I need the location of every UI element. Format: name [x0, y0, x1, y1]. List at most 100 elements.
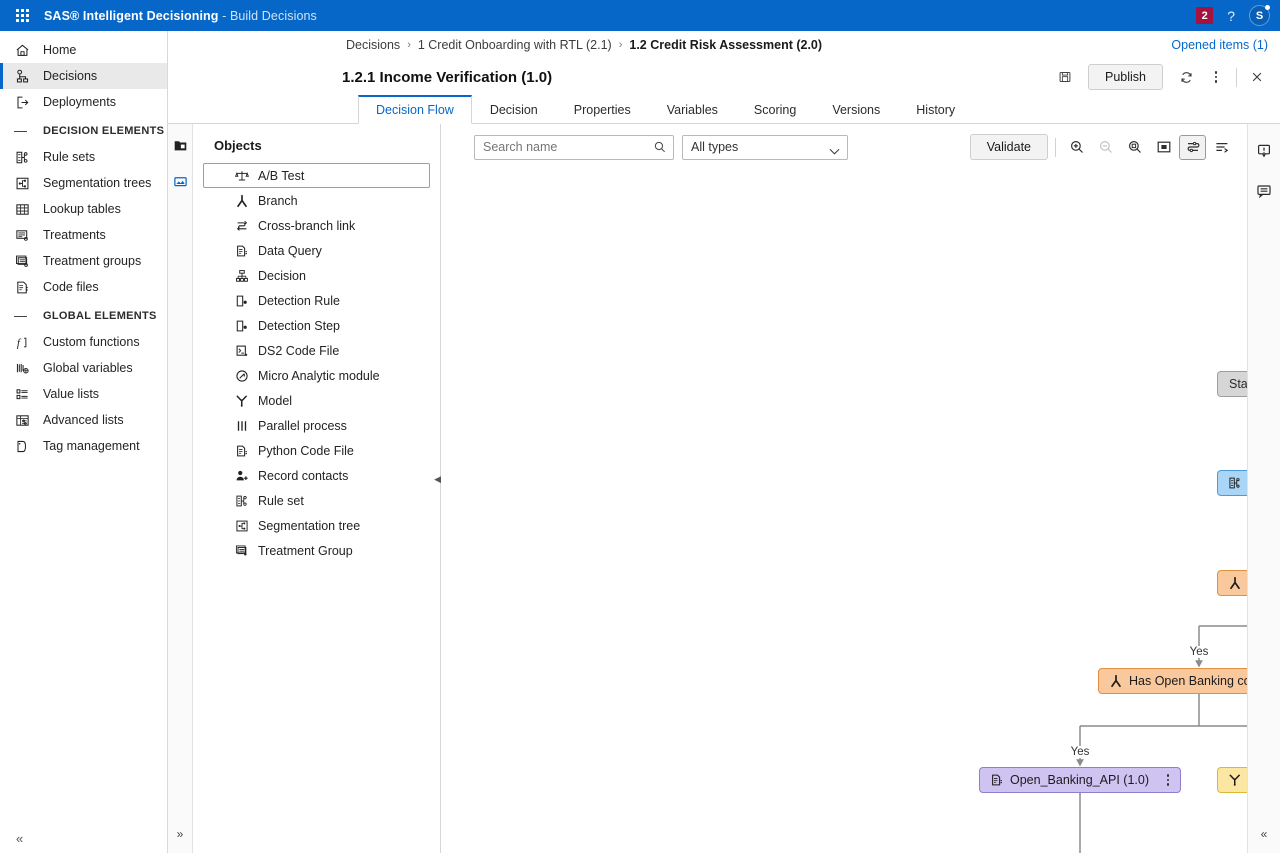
- zoom-in-icon[interactable]: [1063, 135, 1090, 160]
- sidebar-item-advanced-lists[interactable]: Advanced lists: [0, 407, 167, 433]
- object-item-rule-set[interactable]: Rule set: [203, 488, 430, 513]
- object-item-segmentation-tree[interactable]: Segmentation tree: [203, 513, 430, 538]
- object-label: Detection Step: [258, 318, 340, 333]
- object-item-data-query[interactable]: Data Query: [203, 238, 430, 263]
- object-label: Data Query: [258, 243, 322, 258]
- app-launcher-icon[interactable]: [0, 9, 44, 22]
- object-item-parallel-process[interactable]: Parallel process: [203, 413, 430, 438]
- object-item-detection-step[interactable]: Detection Step: [203, 313, 430, 338]
- object-item-branch[interactable]: Branch: [203, 188, 430, 213]
- validate-button[interactable]: Validate: [969, 134, 1048, 160]
- breadcrumb-separator: ›: [407, 39, 411, 51]
- refresh-icon[interactable]: [1171, 63, 1201, 91]
- sidebar-item-decisions[interactable]: Decisions: [0, 63, 167, 89]
- close-icon[interactable]: [1242, 63, 1272, 91]
- comments-icon[interactable]: [1250, 177, 1278, 205]
- help-icon[interactable]: ?: [1227, 7, 1235, 24]
- flow-node-ob_api[interactable]: Open_Banking_API (1.0): [979, 767, 1181, 793]
- app-brand-suffix: - Build Decisions: [218, 8, 317, 23]
- tab-versions[interactable]: Versions: [832, 103, 881, 117]
- objects-rail-expand-icon[interactable]: »: [176, 827, 184, 841]
- sidebar-item-global-variables[interactable]: Global variables: [0, 355, 167, 381]
- objects-rail: »: [168, 124, 193, 853]
- sidebar-item-home[interactable]: Home: [0, 37, 167, 63]
- object-label: Treatment Group: [258, 543, 353, 558]
- micro-analytic-module-icon: [234, 368, 249, 383]
- data-query-icon: [989, 773, 1004, 788]
- breadcrumb-item-parent[interactable]: 1 Credit Onboarding with RTL (2.1): [417, 38, 612, 52]
- objects-panel-icon[interactable]: [169, 132, 192, 159]
- sidebar-item-segmentation-trees[interactable]: Segmentation trees: [0, 170, 167, 196]
- left-sidebar: Home Decisions Deployments DECISION ELEM…: [0, 31, 168, 853]
- tab-scoring[interactable]: Scoring: [753, 103, 797, 117]
- object-item-micro-analytic-module[interactable]: Micro Analytic module: [203, 363, 430, 388]
- sidebar-item-tag-management[interactable]: Tag management: [0, 433, 167, 459]
- layout-toggle-icon[interactable]: [1179, 134, 1206, 160]
- object-item-python-code-file[interactable]: Python Code File: [203, 438, 430, 463]
- top-bar-actions: 2 ? S: [1196, 0, 1270, 31]
- sidebar-item-treatment-groups[interactable]: Treatment groups: [0, 248, 167, 274]
- section-divider-icon: [14, 315, 31, 317]
- model-icon: [1227, 773, 1242, 788]
- sidebar-item-treatments[interactable]: Treatments: [0, 222, 167, 248]
- flow-canvas[interactable]: StartIncome_Source (1.0) Is income basedH…: [441, 170, 1247, 853]
- global-variable-icon: [14, 360, 31, 377]
- top-app-bar: SAS® Intelligent Decisioning - Build Dec…: [0, 0, 1280, 31]
- page-header: 1.2.1 Income Verification (1.0) Publish: [168, 59, 1280, 95]
- flow-node-income_src[interactable]: Income_Source (1.0): [1217, 470, 1247, 496]
- sidebar-label: Home: [43, 43, 77, 57]
- object-item-ab-test[interactable]: A/B Test: [203, 163, 430, 188]
- breadcrumb-item-decisions[interactable]: Decisions: [346, 38, 401, 52]
- alerts-icon[interactable]: [1250, 137, 1278, 165]
- object-item-model[interactable]: Model: [203, 388, 430, 413]
- sidebar-section-decision-elements: DECISION ELEMENTS: [0, 118, 167, 144]
- canvas-panel-icon[interactable]: [169, 168, 192, 195]
- flow-node-gbm[interactable]: Gradient Boosting (Pipelin...: [1217, 767, 1247, 793]
- type-filter-select[interactable]: All types: [682, 134, 848, 160]
- sidebar-item-code-files[interactable]: Code files: [0, 274, 167, 300]
- tab-decision[interactable]: Decision: [489, 103, 538, 117]
- object-label: Python Code File: [258, 443, 354, 458]
- object-label: Parallel process: [258, 418, 347, 433]
- object-item-treatment-group[interactable]: Treatment Group: [203, 538, 430, 563]
- flow-order-icon[interactable]: [1208, 135, 1235, 160]
- object-item-record-contacts[interactable]: Record contacts: [203, 463, 430, 488]
- flow-node-has_ob[interactable]: Has Open Banking consent: [1098, 668, 1247, 694]
- fit-to-screen-icon[interactable]: [1150, 135, 1177, 160]
- more-menu-icon[interactable]: [1201, 63, 1231, 91]
- sidebar-collapse-icon[interactable]: «: [16, 830, 24, 846]
- sidebar-item-deployments[interactable]: Deployments: [0, 89, 167, 115]
- zoom-reset-icon[interactable]: [1121, 135, 1148, 160]
- sidebar-item-custom-functions[interactable]: f Custom functions: [0, 329, 167, 355]
- flow-node-menu-icon[interactable]: [1160, 774, 1176, 786]
- object-label: A/B Test: [258, 168, 305, 183]
- tab-variables[interactable]: Variables: [666, 103, 718, 117]
- flow-node-start[interactable]: Start: [1217, 371, 1247, 397]
- flow-node-is_income[interactable]: Is income based: [1217, 570, 1247, 596]
- notifications-badge[interactable]: 2: [1196, 7, 1214, 24]
- search-input[interactable]: [474, 134, 674, 160]
- user-avatar[interactable]: S: [1249, 5, 1270, 26]
- sidebar-item-value-lists[interactable]: Value lists: [0, 381, 167, 407]
- sidebar-item-lookup-tables[interactable]: Lookup tables: [0, 196, 167, 222]
- sidebar-item-rule-sets[interactable]: Rule sets: [0, 144, 167, 170]
- object-item-cross-branch-link[interactable]: Cross-branch link: [203, 213, 430, 238]
- flow-edge-label: Yes: [1068, 746, 1092, 758]
- section-divider-icon: [14, 130, 31, 132]
- objects-panel-resize-handle[interactable]: ◀: [434, 474, 441, 484]
- publish-button[interactable]: Publish: [1088, 64, 1163, 90]
- tab-bar: Decision Flow Decision Properties Variab…: [168, 95, 1280, 124]
- object-item-decision[interactable]: Decision: [203, 263, 430, 288]
- type-filter-container: All types: [682, 134, 848, 160]
- opened-items-link[interactable]: Opened items (1): [1171, 38, 1268, 52]
- object-item-detection-rule[interactable]: Detection Rule: [203, 288, 430, 313]
- tab-properties[interactable]: Properties: [573, 103, 631, 117]
- segmentation-tree-icon: [234, 518, 249, 533]
- object-item-ds2-code-file[interactable]: DS2 Code File: [203, 338, 430, 363]
- sidebar-label: Rule sets: [43, 150, 96, 164]
- tab-history[interactable]: History: [916, 103, 956, 117]
- right-rail-collapse-icon[interactable]: «: [1260, 827, 1268, 841]
- tab-decision-flow[interactable]: Decision Flow: [358, 95, 472, 124]
- sidebar-label: Code files: [43, 280, 99, 294]
- note-icon[interactable]: [1050, 63, 1080, 91]
